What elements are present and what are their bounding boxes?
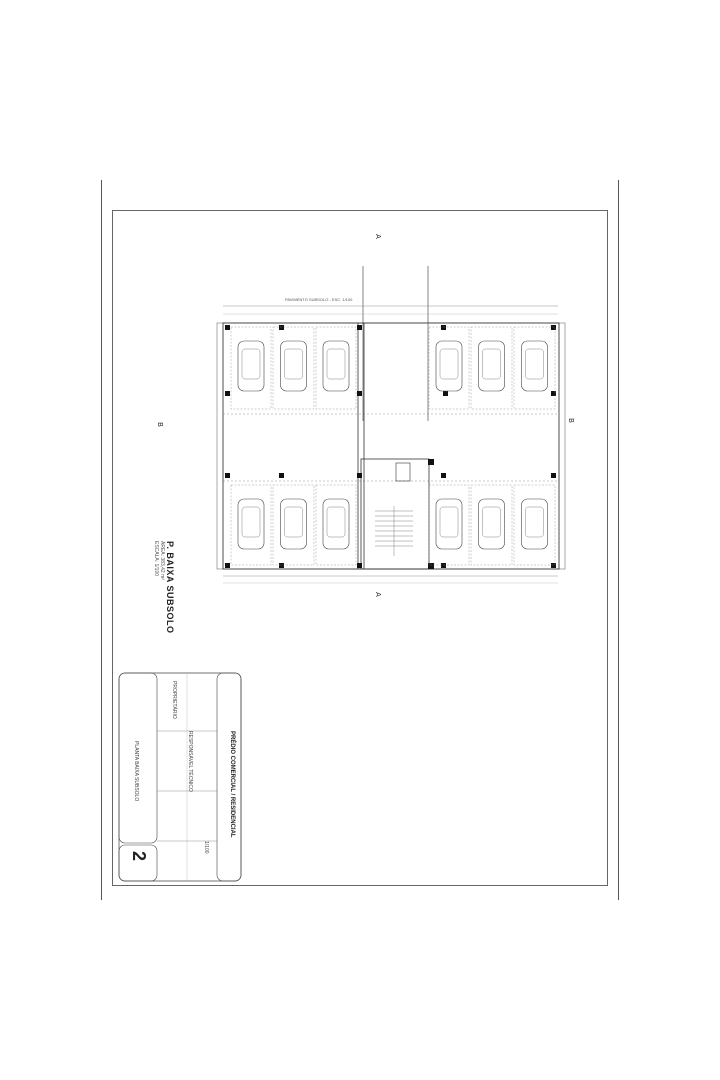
car-outline [435, 340, 463, 392]
right-wall [558, 322, 566, 570]
floor-plan [216, 266, 566, 584]
car-cabin [241, 506, 261, 538]
car-outline [280, 498, 307, 550]
car-cabin [326, 348, 346, 380]
scale-note: PAVIMENTO SUBSOLO - ESC. 1/100 [285, 297, 353, 302]
car-cabin [284, 348, 303, 380]
car-cabin [482, 506, 501, 538]
parking-stall [315, 484, 357, 566]
car-outline [280, 340, 307, 392]
left-wall [216, 322, 224, 570]
elevator-shaft [395, 462, 411, 482]
sheet-number: 2 [129, 851, 149, 862]
car-cabin [439, 348, 459, 380]
parking-stall [428, 484, 470, 566]
parking-stall [315, 326, 357, 410]
car-cabin [525, 506, 544, 538]
car-cabin [326, 506, 346, 538]
drawing-scale: ESCALA: 1/100 [153, 541, 159, 577]
left-page-border [101, 180, 102, 900]
car-cabin [439, 506, 459, 538]
section-marker-b-left: B [155, 422, 163, 427]
parking-stall [230, 484, 272, 566]
parking-stall [272, 484, 315, 566]
parking-stall [272, 326, 315, 410]
contents-text: PLANTA BAIXA SUBSOLO [133, 741, 139, 802]
car-outline [435, 498, 463, 550]
scale-label: 1/100 [203, 841, 209, 854]
title-block [118, 672, 242, 882]
car-outline [478, 340, 505, 392]
car-cabin [284, 506, 303, 538]
stair-treads [375, 506, 413, 556]
parking-stall [230, 326, 272, 410]
project-title: PRÉDIO COMERCIAL / RESIDENCIAL [229, 731, 235, 838]
stair-core [360, 458, 430, 570]
section-marker-b-right: B [566, 418, 574, 423]
building-outline [222, 322, 560, 570]
section-marker-a-bottom: A [373, 592, 381, 597]
author-label: RESPONSÁVEL TÉCNICO [187, 731, 193, 792]
structural-columns [225, 325, 556, 569]
parking-stall [513, 484, 556, 566]
parking-stall [513, 326, 556, 410]
parking-stall [428, 326, 470, 410]
car-cabin [482, 348, 501, 380]
section-marker-a-top: A [373, 234, 381, 239]
car-outline [521, 340, 548, 392]
car-outline [521, 498, 548, 550]
parking-stalls [230, 326, 556, 566]
car-outline [237, 498, 265, 550]
drawing-title-group: P. BAIXA SUBSOLO ÁREA: 383,42 m² ESCALA:… [153, 541, 175, 634]
car-cabin [525, 348, 544, 380]
car-outline [237, 340, 265, 392]
owner-label: PROPRIETÁRIO [171, 681, 177, 719]
car-cabin [241, 348, 261, 380]
drawing-sheet: P. BAIXA SUBSOLO ÁREA: 383,42 m² ESCALA:… [112, 210, 608, 886]
drawing-title: P. BAIXA SUBSOLO [165, 541, 175, 634]
parking-stall [470, 484, 513, 566]
right-page-border [618, 180, 619, 900]
car-outline [322, 498, 350, 550]
parking-stall [470, 326, 513, 410]
car-outline [322, 340, 350, 392]
car-outline [478, 498, 505, 550]
